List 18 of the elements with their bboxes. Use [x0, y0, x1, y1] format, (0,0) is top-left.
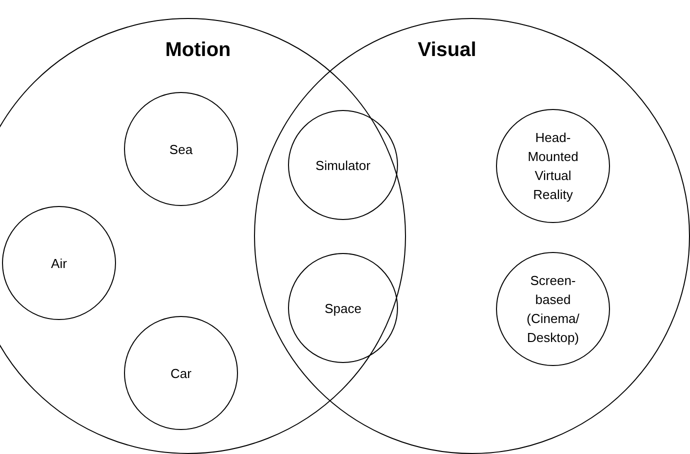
category-circle [124, 92, 238, 206]
category-circle [288, 110, 398, 220]
set-circle [0, 18, 406, 454]
category-label: Screen-based (Cinema/ Desktop) [526, 272, 580, 347]
category-label: Space [324, 300, 362, 318]
category-label: Car [170, 364, 192, 382]
category-label: Head-Mounted Virtual Reality [526, 129, 580, 204]
set-title: Visual [418, 39, 476, 62]
category-circle [496, 252, 610, 366]
category-circle [288, 253, 398, 363]
category-label: Sea [169, 140, 193, 158]
category-circle [496, 109, 610, 223]
set-circle [254, 18, 690, 454]
category-circle [2, 206, 116, 320]
category-label: Simulator [316, 156, 370, 174]
category-circle [124, 316, 238, 430]
set-title: Motion [165, 39, 231, 62]
category-label: Air [51, 254, 67, 272]
